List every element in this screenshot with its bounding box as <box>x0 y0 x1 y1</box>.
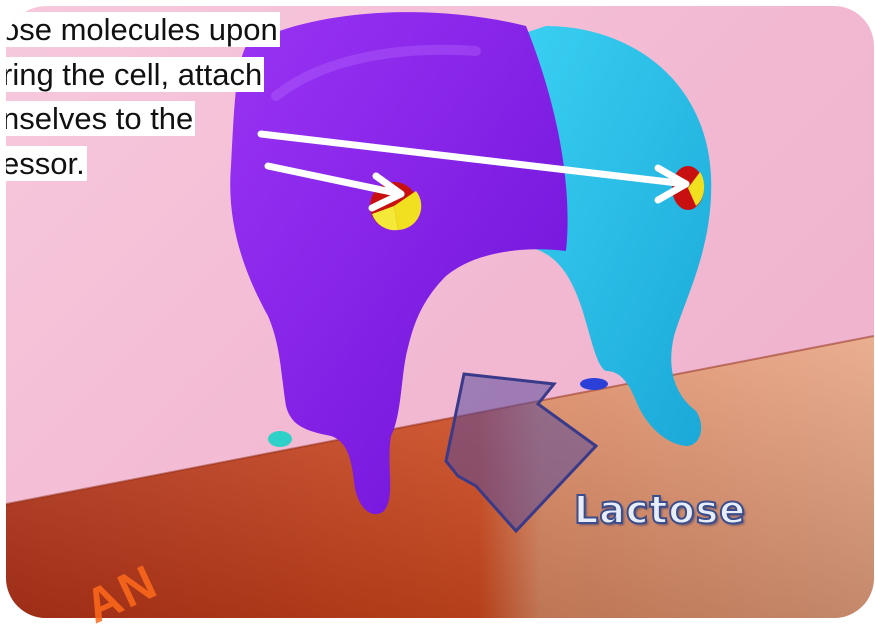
caption-line: nselves to the <box>6 97 380 142</box>
illustration-frame: ose molecules upon ring the cell, attach… <box>6 6 874 618</box>
caption-line: ose molecules upon <box>6 8 380 53</box>
caption-text: ose molecules upon ring the cell, attach… <box>6 8 380 186</box>
caption-line: ring the cell, attach <box>6 53 380 98</box>
caption-line: essor. <box>6 142 380 187</box>
lactose-label: Lactose <box>574 488 746 532</box>
